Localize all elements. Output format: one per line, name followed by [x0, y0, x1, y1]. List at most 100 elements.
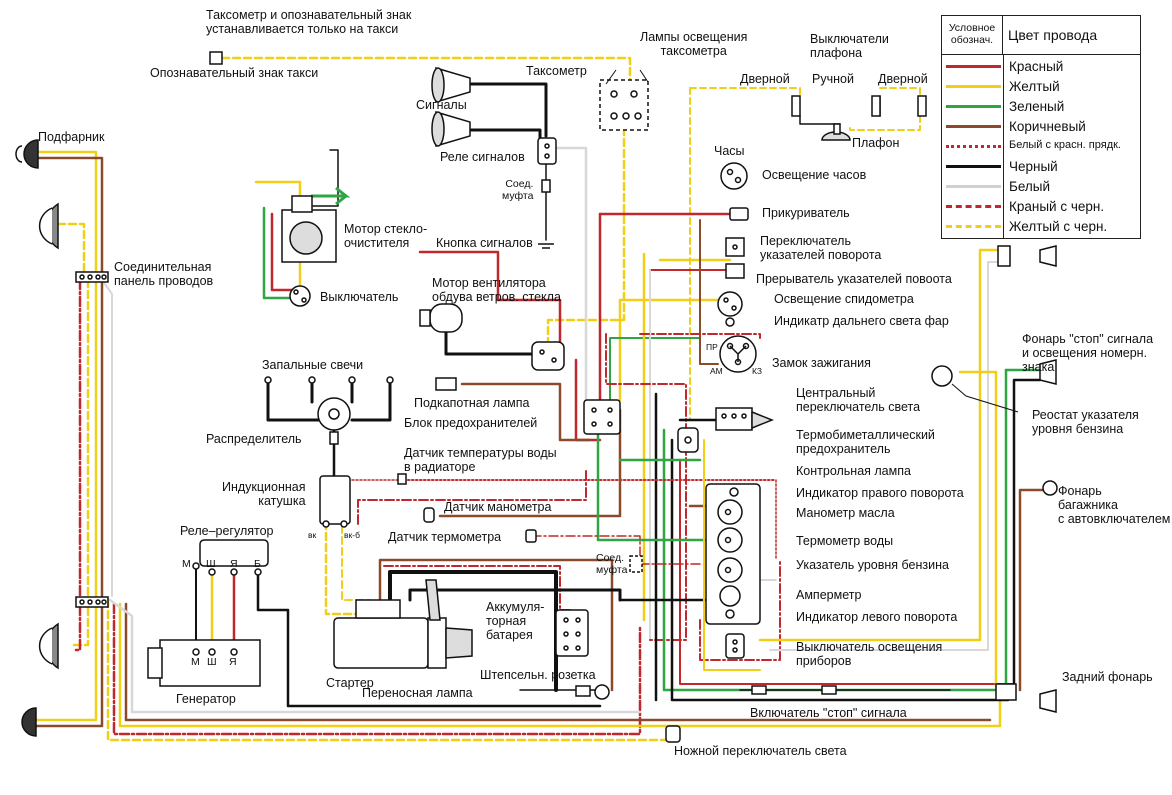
legend-item: Желтый — [942, 76, 1140, 96]
cigarette-lighter-label: Прикуриватель — [762, 206, 850, 220]
ceiling-switches-label: Выключатели плафона — [810, 32, 889, 60]
legend-item-label: Белый с красн. прядк. — [1009, 139, 1121, 151]
tail-connector-icon — [995, 245, 1017, 701]
fuel-rheostat-icon — [931, 365, 953, 387]
oil-sensor-icon — [423, 507, 435, 523]
speedo-light-label: Освещение спидометра — [774, 292, 914, 306]
water-temp-sensor-icon — [397, 473, 407, 485]
oil-gauge-label: Манометр масла — [796, 506, 895, 520]
coil-vkb-label: вк-б — [344, 530, 360, 540]
horn-top-icon — [431, 66, 471, 104]
wiper-switch-label: Выключатель — [320, 290, 399, 304]
ignition-am-label: АМ — [710, 366, 723, 376]
connector-icon — [541, 179, 551, 193]
hood-lamp-icon — [435, 377, 457, 391]
legend-item-label: Коричневый — [1009, 119, 1086, 134]
ignition-pr-label: ПР — [706, 342, 718, 352]
connection-panel-label: Соединительная панель проводов — [114, 260, 214, 288]
legend-item: Белый с красн. прядк. — [942, 136, 1140, 156]
ceiling-lamp-icon — [821, 123, 851, 141]
horn-button-icon — [538, 243, 554, 249]
horns-label: Сигналы — [416, 98, 467, 112]
oil-gauge-icon — [717, 499, 743, 525]
ceiling-lamp-label: Плафон — [852, 136, 900, 150]
leader-lines — [605, 69, 1019, 413]
turn-switch-label: Переключатель указателей поворота — [760, 234, 882, 262]
turn-switch-icon — [725, 237, 745, 257]
temp-sensor-label: Датчик термометра — [388, 530, 502, 544]
legend-item: Желтый с черн. — [942, 216, 1140, 236]
fuel-rheostat-label: Реостат указателя уровня бензина — [1032, 408, 1139, 436]
connector2-label: Соед. муфта — [596, 552, 628, 576]
ignition-lock-label: Замок зажигания — [772, 356, 871, 370]
regulator-m-label: М — [182, 558, 191, 570]
headlamp-left-top-icon — [38, 202, 59, 250]
wiper-motor-icon — [281, 195, 337, 263]
connector2-icon — [629, 555, 643, 573]
trunk-lamp-label: Фонарь багажника с автовключателем — [1058, 484, 1171, 526]
starter-label: Стартер — [326, 676, 374, 690]
main-light-switch-icon — [715, 407, 775, 431]
left-turn-indicator-icon — [725, 609, 735, 619]
wiper-motor-label: Мотор стекло- очистителя — [344, 222, 428, 250]
oil-sensor-label: Датчик манометра — [444, 500, 552, 514]
ignition-coil-label: Индукционная катушка — [222, 480, 306, 508]
legend-color-header: Цвет провода — [1008, 27, 1098, 43]
turn-interrupter-label: Прерыватель указателей повоота — [756, 272, 952, 286]
foot-switch-label: Ножной переключатель света — [674, 744, 847, 758]
fuse-block-label: Блок предохранителей — [404, 416, 538, 430]
generator-sh-label: Ш — [207, 656, 217, 668]
speedo-light-icon — [717, 291, 743, 317]
regulator-b-label: Б — [254, 558, 261, 570]
stop-switch-icon — [751, 685, 837, 695]
left-turn-indicator-label: Индикатор левого поворота — [796, 610, 958, 624]
legend-swatch — [946, 105, 1001, 108]
legend-swatch — [946, 85, 1001, 88]
socket-label: Штепсельн. розетка — [480, 668, 596, 682]
fan-switch-icon — [531, 341, 565, 371]
ignition-lock-icon — [719, 335, 757, 373]
legend-item: Черный — [942, 156, 1140, 176]
regulator-label: Реле–регулятор — [180, 524, 274, 538]
left-harness — [34, 150, 1002, 742]
rear-right-lamp-icon — [1039, 245, 1057, 267]
legend-swatch — [946, 205, 1001, 208]
thermo-fuse-icon — [677, 427, 699, 453]
temp-sensor-icon — [525, 529, 537, 543]
generator-ya-label: Я — [229, 656, 237, 668]
fan-motor-icon — [419, 303, 463, 333]
right-turn-indicator-label: Индикатор правого поворота — [796, 486, 964, 500]
spark-plug-icon — [264, 376, 394, 384]
distributor-icon — [317, 397, 351, 445]
stop-lamp-icon — [1039, 359, 1057, 385]
taximeter-lamps-label: Лампы освещения таксометра — [640, 30, 748, 58]
taxi-sign-label: Опознавательный знак такси — [150, 66, 319, 80]
water-temp-sensor-label: Датчик температуры воды в радиаторе — [404, 446, 557, 474]
wiper-arrow-icon — [330, 186, 351, 206]
legend-swatch — [946, 125, 1001, 128]
fuse-block-icon — [583, 399, 621, 435]
legend-item: Краный с черн. — [942, 196, 1140, 216]
battery-label: Аккумуля- торная батарея — [486, 600, 545, 642]
main-light-switch-label: Центральный переключатель света — [796, 386, 921, 414]
turn-interrupter-icon — [725, 263, 745, 279]
ignition-coil-icon — [319, 475, 351, 528]
high-beam-indicator-label: Индикатр дальнего света фар — [774, 314, 949, 328]
horn-relay-icon — [537, 137, 557, 165]
ammeter-label: Амперметр — [796, 588, 862, 602]
clock-light-label: Освещение часов — [762, 168, 867, 182]
legend-item: Зеленый — [942, 96, 1140, 116]
foot-switch-icon — [665, 725, 681, 743]
door-switch-right-icon — [917, 95, 927, 117]
clock-label: Часы — [714, 144, 745, 158]
generator-label: Генератор — [176, 692, 236, 706]
starter-icon — [333, 579, 473, 669]
fan-motor-label: Мотор вентилятора обдува ветров. стекла — [432, 276, 561, 304]
instr-light-switch-label: Выключатель освещения приборов — [796, 640, 943, 668]
legend-item-label: Зеленый — [1009, 99, 1065, 114]
door-switch-left-icon — [791, 95, 801, 117]
legend-item-label: Черный — [1009, 159, 1058, 174]
regulator-icon — [192, 539, 269, 576]
